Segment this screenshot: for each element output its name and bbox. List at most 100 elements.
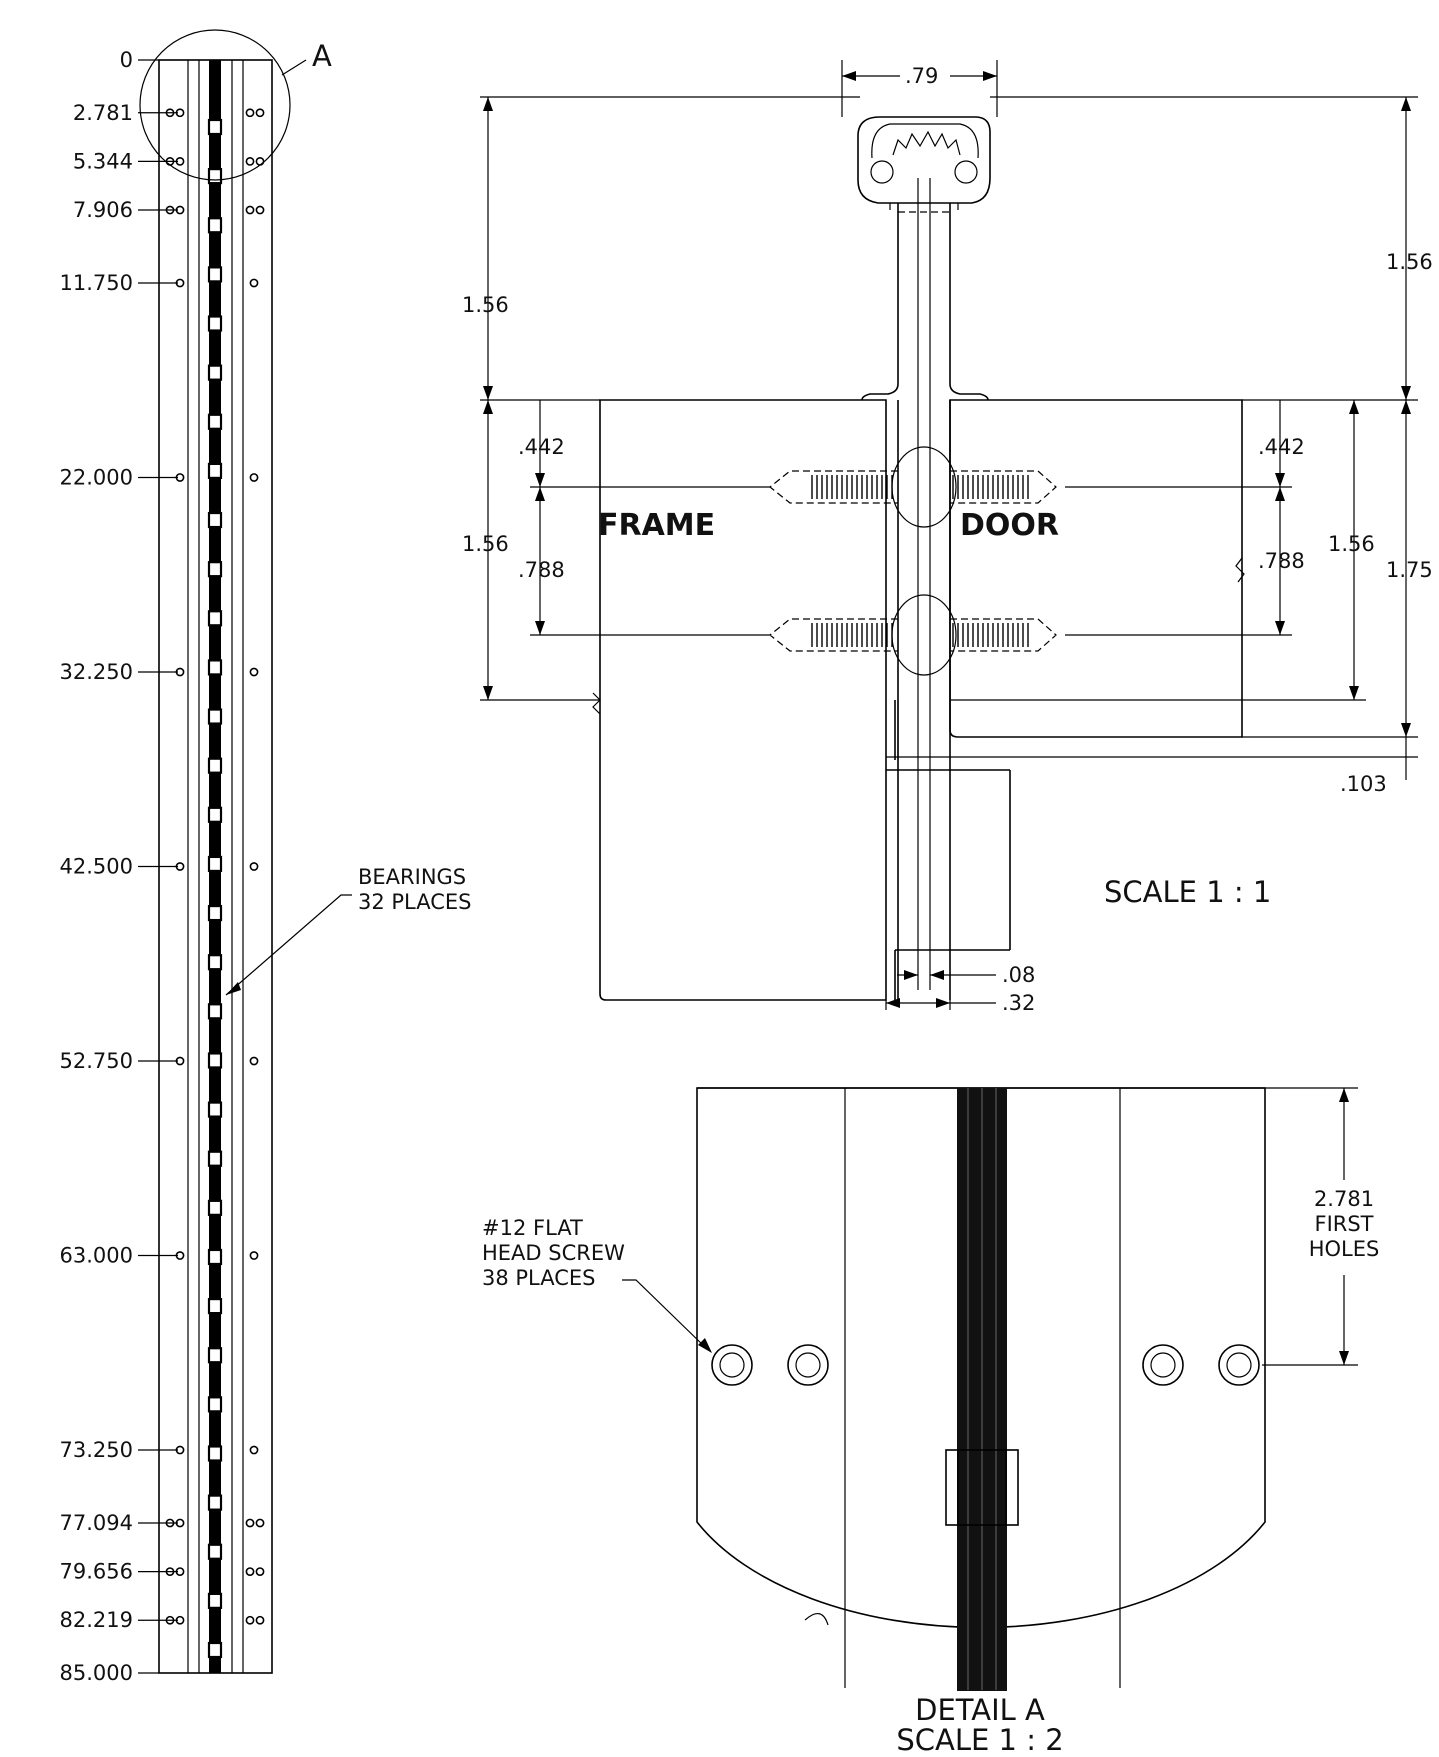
bearing-mark: [207, 364, 223, 381]
bearing-mark: [207, 610, 223, 627]
knuckle-gear-teeth: [892, 130, 961, 156]
bearing-mark: [207, 413, 223, 430]
frame-screw: [769, 470, 898, 504]
dim-gap-narrow: .08: [1002, 963, 1035, 987]
first-holes-line-2: FIRST: [1314, 1212, 1373, 1236]
screw-hole: [249, 473, 259, 482]
station-label: 5.344: [73, 149, 133, 173]
station-label: 32.250: [60, 660, 133, 684]
screw-hole: [249, 1251, 259, 1260]
bearing-mark: [207, 954, 223, 971]
dim-overall-height: 1.75: [1386, 558, 1433, 582]
first-holes-line-1: 2.781: [1314, 1187, 1374, 1211]
bearing-mark: [207, 1396, 223, 1413]
station-label: 79.656: [60, 1560, 133, 1584]
knuckle-profile: [857, 116, 991, 204]
bearing-mark: [207, 266, 223, 283]
frame-screw: [769, 618, 898, 652]
bearings-leader: [225, 894, 352, 996]
bearing-mark: [207, 1052, 223, 1069]
detail-a-view: #12 FLAT HEAD SCREW 38 PLACES 2.781 FIRS…: [482, 1087, 1380, 1757]
detail-bearing: [945, 1449, 1019, 1526]
station-label: 42.500: [60, 855, 133, 879]
frame-label: FRAME: [598, 508, 715, 543]
bearing-mark: [207, 708, 223, 725]
station-label: 11.750: [60, 271, 133, 295]
detail-scale: SCALE 1 : 2: [896, 1723, 1063, 1757]
bearing-mark: [207, 806, 223, 823]
station-label: 82.219: [60, 1608, 133, 1632]
detail-screw-holes: [711, 1344, 1260, 1386]
dim-right-spacing: .788: [1258, 549, 1305, 573]
bearing-mark: [207, 168, 223, 185]
bearing-mark: [207, 1248, 223, 1266]
bearing-mark: [207, 1347, 223, 1364]
dim-left-spacing: .788: [518, 558, 565, 582]
screw-hole: [245, 205, 255, 215]
screw-hole: [255, 108, 265, 118]
dim-bottom-gap: .103: [1340, 772, 1387, 796]
screw-note-line-1: #12 FLAT: [482, 1216, 583, 1240]
dim-top-width: .79: [905, 64, 938, 88]
hinge-section-view: FRAME DOOR .79 1.56 1.56 1.56: [462, 60, 1433, 1015]
dim-right-offset: .442: [1258, 435, 1305, 459]
screw-hole: [249, 862, 259, 871]
door-screw: [950, 470, 1057, 504]
bearing-mark: [207, 757, 223, 774]
dim-right-height-upper: 1.56: [1386, 250, 1433, 274]
station-label: 7.906: [73, 198, 133, 222]
door-screw: [950, 618, 1057, 652]
door-block: [949, 399, 1243, 738]
dim-left-leaf-height: 1.56: [462, 532, 509, 556]
station-dimensions: 02.7815.3447.90611.75022.00032.25042.500…: [60, 48, 178, 1685]
bearing-mark: [207, 1199, 223, 1216]
bearing-mark: [207, 1445, 223, 1462]
bearing-mark: [207, 855, 223, 873]
station-label: 77.094: [60, 1511, 133, 1535]
bearing-mark: [207, 118, 223, 136]
bearing-mark: [207, 904, 223, 922]
door-label: DOOR: [960, 508, 1059, 543]
bearing-mark: [207, 315, 223, 332]
screw-note-line-3: 38 PLACES: [482, 1266, 596, 1290]
screw-note-line-2: HEAD SCREW: [482, 1241, 625, 1265]
station-label: 85.000: [60, 1661, 133, 1685]
bearing-mark: [207, 659, 223, 676]
screw-hole: [255, 1615, 265, 1625]
bearing-mark: [207, 217, 223, 234]
screw-bearing: [891, 594, 957, 676]
screw-hole: [245, 1615, 255, 1625]
bearing-mark: [207, 1494, 223, 1511]
station-label: 22.000: [60, 465, 133, 489]
screw-hole: [249, 278, 259, 288]
hinge-elevation-view: 02.7815.3447.90611.75022.00032.25042.500…: [60, 29, 472, 1685]
bearing-mark: [207, 1003, 223, 1020]
screw-note-leader: [622, 1279, 707, 1349]
screw-hole: [249, 667, 259, 677]
bearing-mark: [207, 1641, 223, 1659]
dim-right-leaf-height: 1.56: [1328, 532, 1375, 556]
screw-hole: [255, 157, 265, 166]
frame-block: [599, 399, 887, 1001]
bearing-mark: [207, 1592, 223, 1609]
detail-a-callout-circle: [139, 29, 291, 181]
section-screws: [769, 446, 1057, 676]
bearing-mark: [207, 462, 223, 480]
bearing-mark: [207, 1543, 223, 1560]
station-label: 52.750: [60, 1049, 133, 1073]
dim-left-height: 1.56: [462, 293, 509, 317]
dim-gap-wide: .32: [1002, 991, 1035, 1015]
station-label: 2.781: [73, 101, 133, 125]
screw-hole: [249, 1445, 259, 1455]
detail-title: DETAIL A: [915, 1693, 1045, 1727]
screw-hole: [255, 205, 265, 215]
bearings-note-line-2: 32 PLACES: [358, 890, 472, 914]
bearing-mark: [207, 1150, 223, 1167]
screw-hole: [255, 1518, 265, 1528]
bearing-mark: [207, 561, 223, 578]
screw-bearing: [891, 446, 957, 528]
first-holes-line-3: HOLES: [1309, 1237, 1380, 1261]
bearings-note-line-1: BEARINGS: [358, 865, 466, 889]
screw-hole: [245, 157, 255, 166]
